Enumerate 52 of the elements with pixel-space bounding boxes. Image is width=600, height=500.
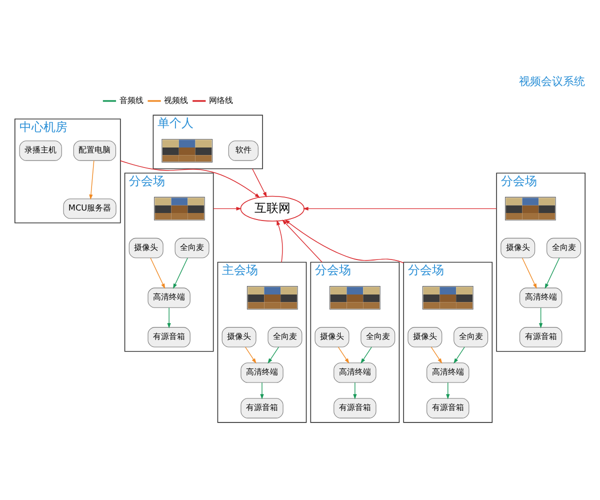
node-box: 有源音箱	[520, 326, 562, 347]
node-box: 有源音箱	[240, 398, 284, 418]
diagram-title: 视频会议系统	[518, 74, 585, 88]
arrow	[89, 160, 94, 200]
node-box: 全向麦	[360, 326, 396, 347]
node-box: 高清终端	[334, 362, 376, 382]
node-box: 软件	[228, 140, 258, 160]
node-box: 全向麦	[268, 326, 302, 347]
node-box: 高清终端	[148, 287, 190, 308]
legend-label: 音频线	[119, 94, 144, 104]
node-ellipse: 互联网	[240, 195, 304, 222]
arrow	[260, 382, 264, 399]
arrow	[454, 346, 465, 364]
node-box: 有源音箱	[426, 398, 470, 418]
arrow	[360, 346, 372, 364]
arrow	[446, 382, 450, 399]
node-box: 摄像头	[128, 237, 164, 258]
arrow	[544, 257, 560, 288]
node-box: 摄像头	[314, 326, 350, 347]
legend-label: 视频线	[164, 94, 188, 104]
arrow	[120, 160, 260, 198]
node-box: 摄像头	[408, 326, 442, 347]
arrow	[213, 206, 242, 210]
arrow	[353, 382, 357, 399]
node-box: 高清终端	[426, 362, 470, 382]
node-box: 录播主机	[19, 140, 62, 160]
node-box: 有源音箱	[148, 326, 190, 347]
node-box: 有源音箱	[334, 398, 376, 418]
arrow	[303, 206, 497, 210]
node-box: 配置电脑	[73, 140, 116, 160]
node-box: MCU服务器	[63, 198, 116, 218]
arrow	[150, 257, 166, 288]
arrow	[276, 219, 283, 262]
node-box: 摄像头	[500, 237, 536, 258]
node-box: 全向麦	[174, 237, 210, 258]
arrow	[252, 168, 267, 197]
arrow	[282, 219, 322, 262]
node-box: 高清终端	[240, 362, 284, 382]
node-box: 摄像头	[222, 326, 256, 347]
arrow	[244, 346, 256, 364]
arrow	[268, 346, 280, 364]
node-box: 高清终端	[520, 287, 562, 308]
arrow	[173, 257, 188, 288]
node-box: 全向麦	[454, 326, 488, 347]
arrow	[167, 306, 171, 328]
legend-label: 网络线	[208, 94, 233, 104]
node-box: 全向麦	[546, 237, 581, 258]
arrow	[522, 257, 537, 288]
arrow	[430, 346, 442, 364]
arrow	[338, 346, 350, 364]
arrow	[538, 306, 543, 328]
arrow	[284, 218, 404, 263]
